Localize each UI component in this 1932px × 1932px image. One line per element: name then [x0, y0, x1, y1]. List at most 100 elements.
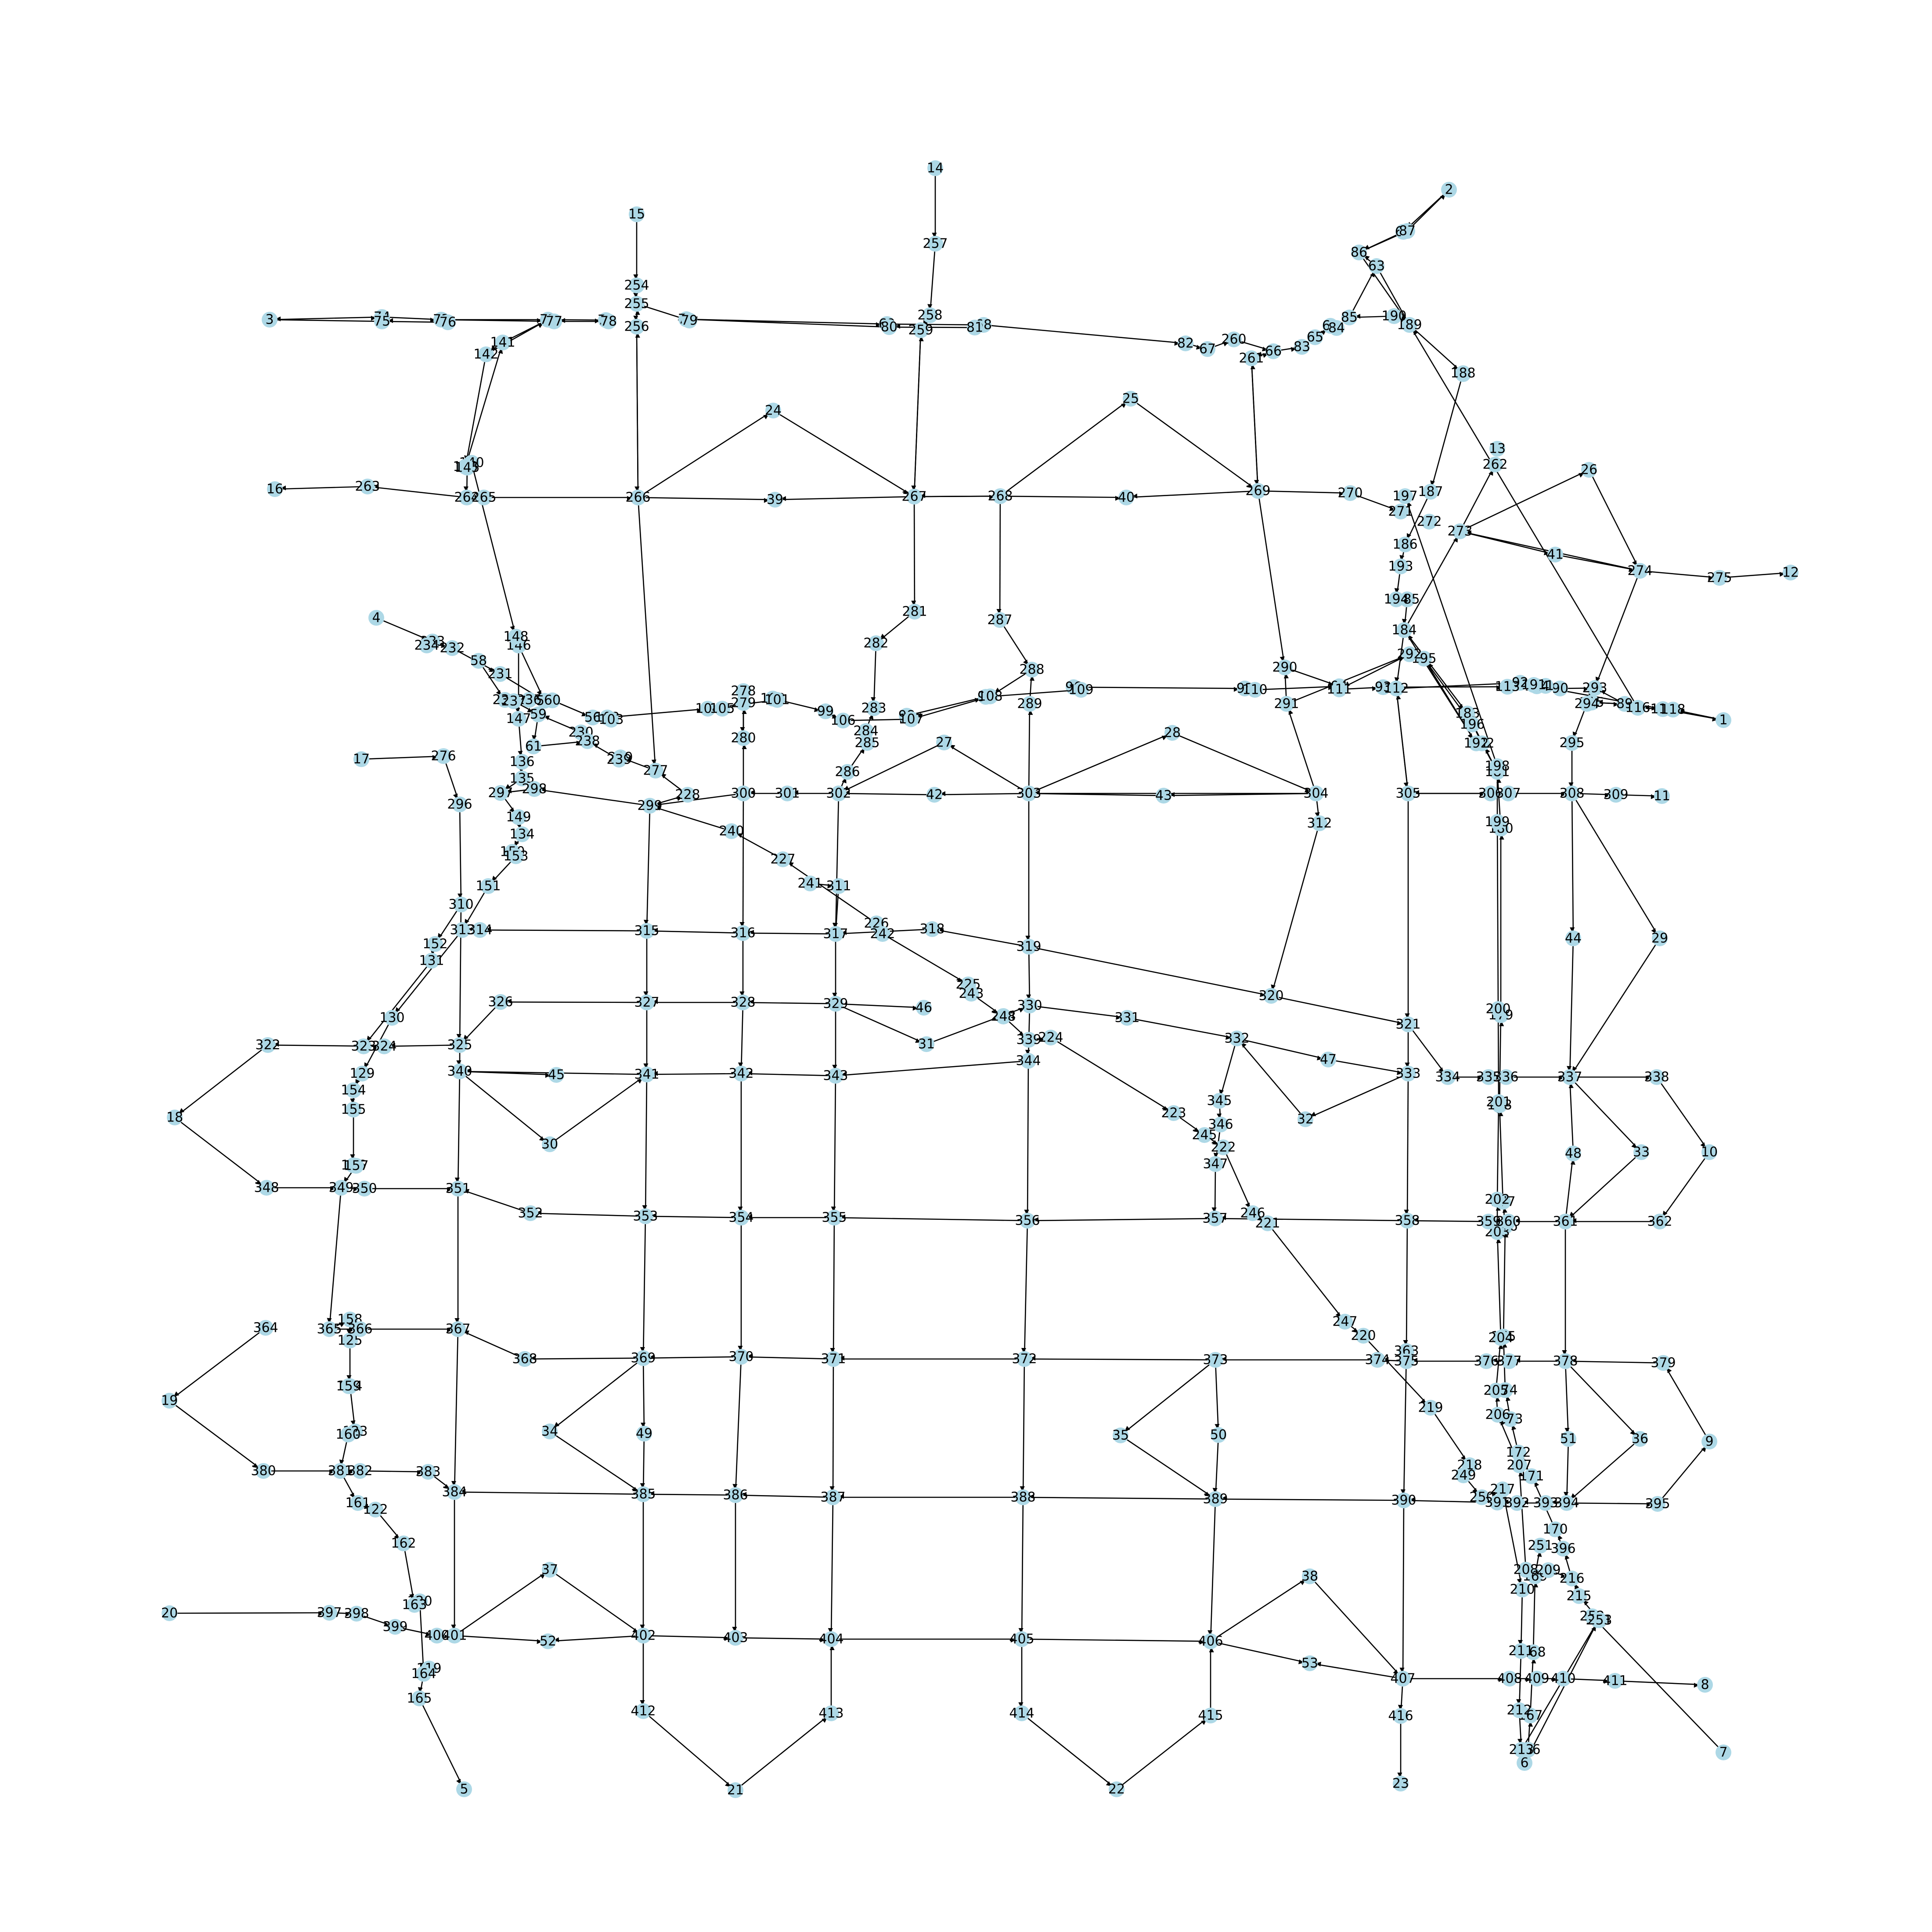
node-circle-240	[724, 823, 739, 839]
node-label-51: 51	[1560, 1431, 1577, 1447]
node-label-399: 399	[382, 1619, 407, 1635]
node-209: 209	[1536, 1562, 1561, 1578]
node-350: 350	[352, 1181, 377, 1197]
edge-303-42	[940, 791, 1021, 797]
node-circle-201	[1491, 1094, 1507, 1110]
edge-286-285	[851, 748, 865, 766]
node-circle-357	[1207, 1211, 1223, 1226]
edge-309-11	[1623, 794, 1656, 799]
node-circle-234	[419, 638, 435, 653]
node-label-347: 347	[1203, 1157, 1228, 1172]
node-circle-346	[1213, 1117, 1229, 1132]
node-342: 342	[728, 1066, 754, 1081]
node-circle-208	[1518, 1562, 1534, 1578]
node-circle-320	[1263, 988, 1279, 1004]
node-circle-358	[1399, 1213, 1415, 1229]
node-circle-248	[995, 1009, 1011, 1024]
node-circle-53	[1302, 1655, 1318, 1671]
node-label-6: 6	[1520, 1755, 1528, 1771]
edge-49-385	[640, 1441, 645, 1489]
node-label-243: 243	[959, 986, 984, 1002]
node-58: 58	[470, 653, 487, 669]
node-circle-269	[1250, 483, 1266, 499]
node-circle-316	[735, 925, 751, 941]
node-label-4: 4	[372, 610, 380, 626]
node-67: 67	[1199, 341, 1216, 357]
node-circle-290	[1277, 660, 1293, 675]
edge-303-28	[1036, 735, 1168, 791]
node-circle-216	[1564, 1571, 1580, 1586]
node-314: 314	[467, 922, 493, 938]
node-83: 83	[1294, 339, 1310, 355]
node-circle-204	[1493, 1330, 1509, 1346]
node-label-377: 377	[1496, 1354, 1521, 1369]
node-label-381: 381	[328, 1463, 353, 1479]
edge-329-31	[842, 1006, 921, 1043]
node-118: 118	[1660, 702, 1686, 717]
node-label-265: 265	[471, 490, 496, 505]
node-label-49: 49	[636, 1426, 652, 1442]
node-44: 44	[1565, 930, 1582, 946]
node-label-47: 47	[1320, 1052, 1337, 1067]
node-337: 337	[1557, 1069, 1582, 1085]
node-circle-250	[1474, 1489, 1490, 1505]
node-circle-122	[368, 1502, 383, 1517]
node-circle-131	[424, 953, 440, 969]
node-362: 362	[1647, 1214, 1672, 1229]
node-label-13: 13	[1489, 441, 1506, 457]
node-circle-241	[802, 876, 818, 891]
edge-157-349	[343, 1172, 352, 1182]
node-38: 38	[1301, 1568, 1318, 1584]
edge-61-238	[541, 740, 582, 746]
node-circle-304	[1308, 786, 1324, 801]
node-label-412: 412	[631, 1704, 656, 1719]
edge-135-297	[505, 782, 516, 789]
node-246: 246	[1240, 1205, 1265, 1221]
edge-19-380	[175, 1405, 258, 1468]
edge-389-406	[1208, 1507, 1216, 1636]
node-227: 227	[770, 851, 796, 867]
node-circle-29	[1652, 930, 1668, 946]
node-285: 285	[854, 735, 880, 751]
node-9: 9	[1701, 1434, 1717, 1449]
node-label-300: 300	[731, 786, 756, 801]
node-113: 113	[1495, 679, 1520, 695]
node-label-406: 406	[1198, 1634, 1223, 1649]
edge-378-51	[1564, 1369, 1570, 1433]
node-circle-323	[356, 1038, 371, 1054]
node-label-364: 364	[253, 1320, 278, 1336]
node-circle-303	[1021, 786, 1037, 801]
edge-294-295	[1572, 711, 1585, 737]
node-label-82: 82	[1177, 336, 1194, 351]
node-circle-198	[1489, 758, 1505, 774]
node-circle-327	[639, 995, 655, 1010]
node-label-410: 410	[1550, 1671, 1575, 1687]
node-circle-280	[735, 730, 751, 746]
edge-386-385	[649, 1491, 728, 1496]
node-label-22: 22	[1108, 1782, 1125, 1797]
edge-34-385	[556, 1435, 638, 1492]
node-86: 86	[1351, 245, 1367, 260]
edge-269-261	[1250, 364, 1258, 483]
node-circle-34	[542, 1424, 558, 1439]
node-label-339: 339	[1016, 1032, 1041, 1048]
node-label-286: 286	[835, 764, 860, 780]
node-label-380: 380	[251, 1463, 276, 1479]
node-circle-409	[1529, 1671, 1545, 1687]
node-circle-203	[1489, 1224, 1505, 1240]
edge-96-95	[1081, 686, 1239, 692]
node-label-222: 222	[1211, 1140, 1236, 1155]
edge-26-274	[1592, 476, 1637, 566]
node-label-365: 365	[317, 1322, 342, 1337]
node-circle-265	[476, 490, 492, 505]
edge-304-43	[1169, 792, 1308, 797]
node-151: 151	[476, 878, 501, 894]
edge-27-302	[843, 745, 937, 791]
node-label-317: 317	[823, 926, 848, 942]
node-label-5: 5	[460, 1782, 468, 1797]
node-circle-46	[916, 1000, 932, 1016]
node-circle-356	[1020, 1213, 1035, 1229]
node-circle-149	[511, 809, 526, 825]
node-circle-168	[1525, 1644, 1541, 1660]
node-367: 367	[445, 1321, 471, 1337]
